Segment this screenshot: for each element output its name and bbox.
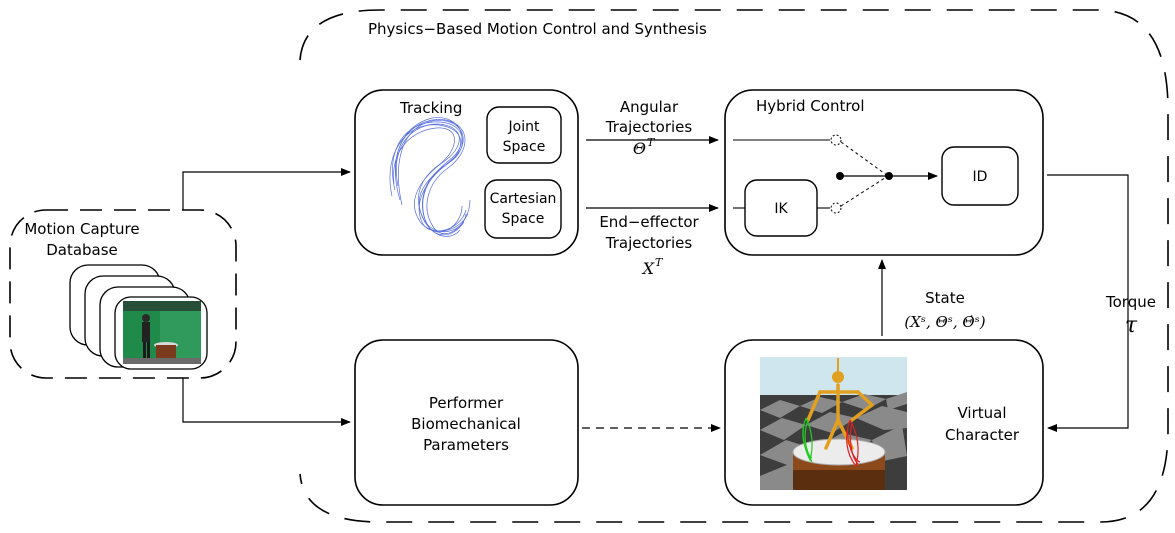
angular-symbol: Θ [633, 139, 646, 158]
switch-dotted-bottom [840, 175, 889, 207]
state-path: State (Xˢ, Θˢ, Θ̇ˢ) [878, 259, 986, 336]
performer-line1: Performer [429, 394, 504, 412]
endeffector-trajectories: End−effector Trajectories X T [586, 204, 719, 278]
performer-group: Performer Biomechanical Parameters [354, 339, 579, 506]
outer-frame: Physics−Based Motion Control and Synthes… [299, 9, 1169, 523]
id-box [941, 146, 1019, 206]
torque-arrow [1047, 174, 1129, 432]
switch-node-top [830, 134, 842, 146]
switch-node-bottom [830, 202, 842, 214]
state-label: State [925, 289, 965, 307]
virtual-character-line2: Character [945, 426, 1020, 444]
joint-space-line2: Space [503, 139, 546, 155]
database-group: Motion Capture Database [9, 209, 237, 379]
switch-pivot-right [885, 172, 893, 180]
angular-symbol-sup: T [647, 136, 656, 149]
switch-dotted-top [840, 141, 889, 177]
database-to-tracking-arrow [182, 168, 351, 210]
database-to-performer-arrow [182, 378, 351, 426]
database-frame [9, 209, 237, 379]
database-label-line1: Motion Capture [24, 220, 139, 238]
tracking-title: Tracking [399, 99, 462, 117]
endeffector-label-line2: Trajectories [605, 234, 693, 252]
character-render [760, 357, 907, 490]
endeffector-symbol: X [641, 259, 655, 278]
endeffector-label-line1: End−effector [599, 213, 699, 231]
joint-space-line1: Joint [508, 119, 540, 135]
id-label: ID [973, 169, 988, 185]
torque-symbol: τ [1125, 313, 1138, 338]
performer-line2: Biomechanical [411, 415, 521, 433]
cartesian-space-line1: Cartesian [490, 191, 557, 207]
angular-label-line2: Trajectories [605, 118, 693, 136]
tracking-group: Tracking Joint Space Cartesian Space [354, 89, 579, 256]
performer-photo [123, 301, 201, 364]
virtual-character-group: Virtual Character [724, 339, 1044, 506]
hybrid-control-box [724, 89, 1044, 256]
angular-label-line1: Angular [620, 98, 679, 116]
cartesian-space-box [484, 179, 562, 239]
cartesian-space-line2: Space [502, 211, 545, 227]
outer-title: Physics−Based Motion Control and Synthes… [368, 20, 707, 38]
ik-label: IK [774, 201, 788, 217]
tracking-box [354, 89, 579, 256]
joint-space-box [486, 106, 562, 164]
endeffector-symbol-sup: T [655, 256, 664, 269]
trajectory-plot [389, 117, 471, 237]
performer-line3: Parameters [423, 436, 509, 454]
torque-path: Torque τ [1047, 174, 1156, 432]
database-label-line2: Database [46, 241, 118, 259]
performer-box [354, 339, 579, 506]
hybrid-control-group: Hybrid Control IK ID [724, 89, 1044, 256]
angular-trajectories: Angular Trajectories Θ T [586, 98, 719, 158]
virtual-character-box [724, 339, 1044, 506]
hybrid-control-title: Hybrid Control [756, 97, 865, 115]
torque-label: Torque [1105, 293, 1156, 311]
state-formula: (Xˢ, Θˢ, Θ̇ˢ) [904, 313, 985, 331]
database-connectors [182, 168, 721, 432]
virtual-character-line1: Virtual [957, 404, 1006, 422]
switch-pivot-left [836, 172, 844, 180]
